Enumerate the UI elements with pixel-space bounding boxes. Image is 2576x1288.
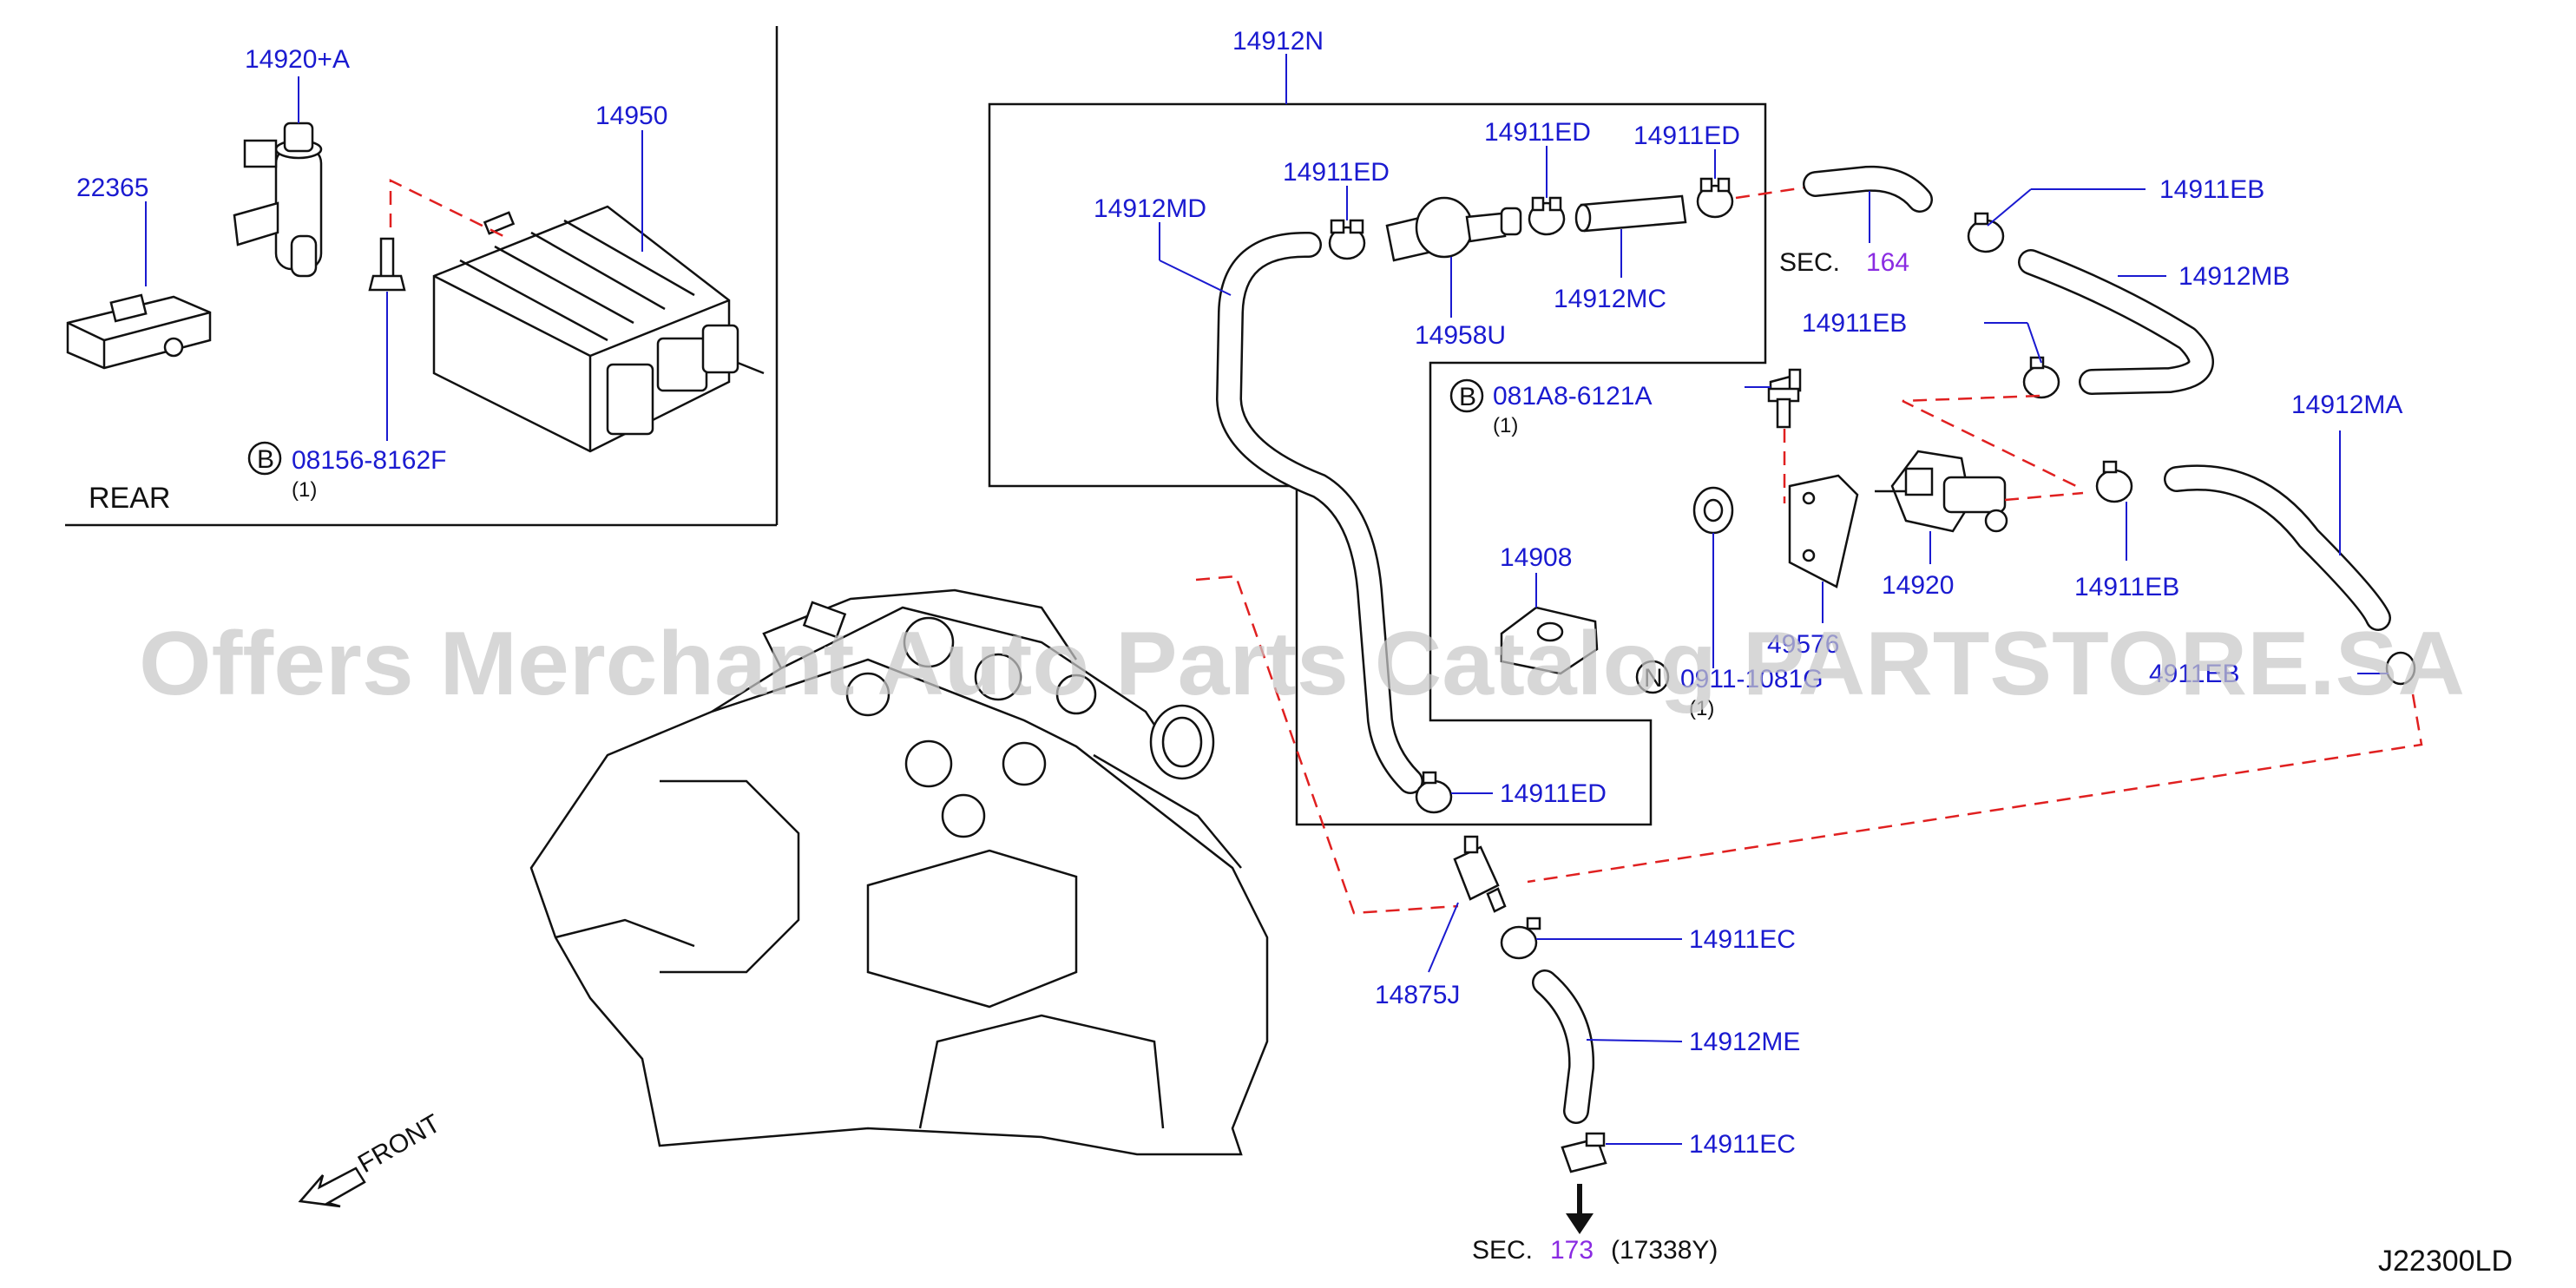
callout-14920a[interactable]: 14920+A [245, 45, 350, 74]
bracket-49576 [1788, 474, 1859, 588]
callout-14912ma[interactable]: 14912MA [2291, 391, 2402, 419]
hose-14912ma [2164, 464, 2391, 631]
clamp-14911ed-c [1696, 177, 1734, 219]
nut-0911 [1692, 486, 1734, 535]
front-label: FRONT [353, 1109, 445, 1179]
callout-14911ed-c[interactable]: 14911ED [1633, 122, 1740, 150]
callout-14950[interactable]: 14950 [595, 102, 667, 130]
callout-14875j[interactable]: 14875J [1375, 981, 1460, 1009]
callout-14912mb[interactable]: 14912MB [2178, 262, 2290, 291]
callout-14912me[interactable]: 14912ME [1689, 1028, 1800, 1056]
rear-label: REAR [89, 482, 170, 515]
callout-14912mc[interactable]: 14912MC [1554, 285, 1666, 313]
engine-block [529, 588, 1269, 1156]
hose-14912mc [1574, 194, 1687, 233]
clamp-14911ec-b [1561, 1132, 1607, 1173]
callout-14911ed-a[interactable]: 14911ED [1283, 158, 1390, 187]
clamp-14911eb-c [2095, 460, 2133, 503]
callout-14911ed-b[interactable]: 14911ED [1484, 118, 1591, 147]
b-marker-1: B [257, 445, 274, 474]
callout-08156[interactable]: 08156-8162F [292, 446, 446, 475]
callout-14911ed-d[interactable]: 14911ED [1500, 779, 1607, 808]
canister-14950 [432, 205, 765, 453]
callout-081a8[interactable]: 081A8-6121A [1493, 382, 1653, 411]
qty-081a8: (1) [1493, 414, 1518, 437]
sec-173-label: SEC. [1472, 1236, 1533, 1265]
front-arrow-icon [298, 1166, 366, 1208]
hose-sec-164 [1803, 165, 1933, 213]
hose-14912md [1216, 231, 1423, 794]
b-marker-2: B [1459, 383, 1476, 411]
valve-14920a [233, 122, 323, 278]
callout-14911eb-b[interactable]: 14911EB [1802, 309, 1907, 338]
down-arrow-icon [1566, 1184, 1594, 1234]
hose-kit-frame-14912n: 14912N [988, 27, 1767, 826]
callout-14912n[interactable]: 14912N [1232, 27, 1324, 56]
hose-14912mb [2018, 249, 2214, 395]
sec-164-link[interactable]: 164 [1866, 248, 1909, 277]
connector-14875j [1453, 835, 1507, 913]
block-14908 [1500, 606, 1599, 675]
callout-14912md[interactable]: 14912MD [1094, 194, 1206, 223]
bolt-081a8 [1767, 368, 1802, 429]
clamp-14911ed-a [1328, 219, 1366, 260]
watermark: Offers Merchant Auto Parts Catalog PARTS… [139, 614, 2465, 714]
sec-173-link[interactable]: 173 [1550, 1236, 1594, 1265]
callout-49576[interactable]: 49576 [1767, 630, 1839, 659]
diagram-ref-code: J22300LD [2378, 1245, 2513, 1278]
hose-14912me [1532, 969, 1595, 1124]
valve-14920 [1875, 450, 2008, 533]
qty-0911: (1) [1689, 697, 1714, 720]
qty-08156: (1) [292, 478, 317, 502]
callout-14911ec-a[interactable]: 14911EC [1689, 925, 1796, 954]
callout-0911[interactable]: 0911-1081G [1680, 665, 1824, 693]
sensor-22365 [66, 293, 212, 370]
valve-14958u [1385, 196, 1522, 262]
sec-173-ref: (17338Y) [1611, 1236, 1718, 1265]
bolt-08156 [368, 237, 406, 292]
clamp-14911eb-a [1967, 212, 2005, 253]
callout-14911eb-c[interactable]: 14911EB [2074, 573, 2179, 601]
rear-inset: REAR 22365 14920+A B 08156-8162F [65, 26, 779, 527]
clamp-14911eb-d [2385, 651, 2416, 686]
sec-164-label: SEC. [1779, 248, 1840, 277]
callout-14911ec-b[interactable]: 14911EC [1689, 1130, 1796, 1159]
clamp-14911eb-b [2022, 356, 2060, 399]
n-marker: N [1644, 664, 1663, 693]
callout-14958u[interactable]: 14958U [1415, 321, 1506, 350]
callout-14908[interactable]: 14908 [1500, 543, 1572, 572]
clamp-14911ed-d [1415, 771, 1453, 814]
clamp-14911ec-a [1500, 917, 1541, 960]
callout-14920[interactable]: 14920 [1882, 571, 1954, 600]
callout-14911eb-a[interactable]: 14911EB [2159, 175, 2264, 204]
clamp-14911ed-b [1528, 196, 1566, 236]
callout-14911eb-d[interactable]: 4911EB [2149, 660, 2240, 688]
callout-22365[interactable]: 22365 [76, 174, 148, 202]
